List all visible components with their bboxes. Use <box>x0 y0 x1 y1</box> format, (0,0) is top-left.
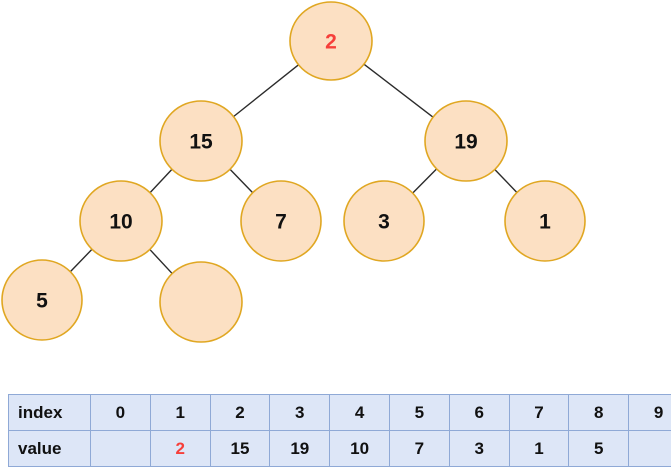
node-label-7: 7 <box>275 211 287 234</box>
index-cell-7[interactable]: 7 <box>508 394 570 431</box>
tree-node-15[interactable]: 15 <box>159 100 243 182</box>
node-label-19: 19 <box>454 131 477 154</box>
tree-node-19[interactable]: 19 <box>424 100 508 182</box>
value-cell-4[interactable]: 10 <box>329 430 390 467</box>
node-circle-10 <box>79 180 163 262</box>
tree-node-5[interactable]: 5 <box>1 259 83 341</box>
index-cell-0[interactable]: 0 <box>90 394 151 431</box>
value-cell-1[interactable]: 2 <box>149 430 211 467</box>
node-label-15: 15 <box>189 131 213 154</box>
node-label-2: 2 <box>325 31 337 54</box>
tree-edge-n0-n1 <box>233 64 299 118</box>
tree-edge-n0-n2 <box>363 63 434 118</box>
index-cell-3[interactable]: 3 <box>269 394 331 431</box>
index-cell-6[interactable]: 6 <box>448 394 510 431</box>
index-cell-5[interactable]: 5 <box>388 394 450 431</box>
row-header-index: index <box>8 394 91 431</box>
value-cell-6[interactable]: 3 <box>448 430 510 467</box>
tree-node-10[interactable]: 10 <box>79 180 163 262</box>
tree-node-2[interactable]: 2 <box>289 1 373 81</box>
node-circle-7 <box>240 180 322 262</box>
index-cell-2[interactable]: 2 <box>209 394 271 431</box>
value-cell-8[interactable]: 5 <box>568 430 630 467</box>
value-cell-5[interactable]: 7 <box>388 430 450 467</box>
value-cell-0[interactable] <box>90 430 151 467</box>
node-label-1: 1 <box>539 211 551 234</box>
value-cell-7[interactable]: 1 <box>508 430 570 467</box>
node-label-5: 5 <box>36 290 48 313</box>
tree-edge-n3-n8 <box>149 248 173 275</box>
node-label-10: 10 <box>109 211 132 234</box>
index-cell-9[interactable]: 9 <box>628 394 671 431</box>
tree-node-empty[interactable] <box>159 261 243 343</box>
node-circle-2 <box>289 1 373 81</box>
tree-edge-n1-n4 <box>229 168 254 194</box>
tree-node-3[interactable]: 3 <box>343 180 425 262</box>
node-circle-empty <box>159 261 243 343</box>
tree-edge-n2-n5 <box>412 168 438 194</box>
index-cell-4[interactable]: 4 <box>329 394 390 431</box>
node-circle-15 <box>159 100 243 182</box>
node-circle-1 <box>504 180 586 262</box>
tree-edge-n1-n3 <box>149 168 173 194</box>
index-cell-8[interactable]: 8 <box>568 394 630 431</box>
value-cell-2[interactable]: 15 <box>209 430 271 467</box>
tree-edge-n2-n6 <box>494 168 518 194</box>
value-cell-3[interactable]: 19 <box>269 430 331 467</box>
tree-edges-layer <box>69 63 518 275</box>
node-label-3: 3 <box>378 211 390 234</box>
node-circle-5 <box>1 259 83 341</box>
tree-edge-n3-n7 <box>69 248 93 273</box>
tree-node-1[interactable]: 1 <box>504 180 586 262</box>
tree-node-7[interactable]: 7 <box>240 180 322 262</box>
node-circle-3 <box>343 180 425 262</box>
value-cell-9[interactable] <box>628 430 671 467</box>
node-circle-19 <box>424 100 508 182</box>
index-cell-1[interactable]: 1 <box>149 394 211 431</box>
row-header-value: value <box>8 430 91 467</box>
